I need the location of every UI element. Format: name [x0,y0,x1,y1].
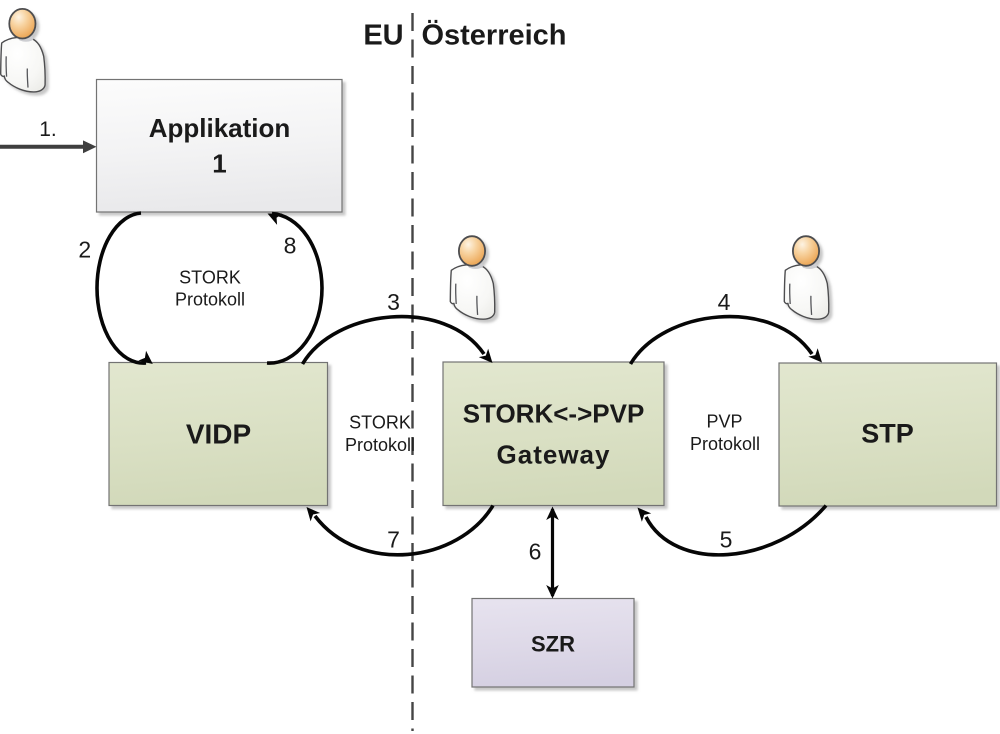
svg-text:STP: STP [861,419,914,449]
svg-text:Österreich: Österreich [421,19,566,52]
svg-text:Protokoll: Protokoll [345,435,415,455]
svg-text:7: 7 [387,527,400,553]
svg-text:4: 4 [718,289,731,315]
svg-text:3: 3 [387,289,400,315]
svg-text:6: 6 [529,539,542,565]
svg-text:VIDP: VIDP [186,419,251,450]
svg-text:2: 2 [78,237,91,263]
svg-text:Protokoll: Protokoll [690,434,760,454]
svg-text:Protokoll: Protokoll [175,290,245,310]
svg-text:STORK<->PVP: STORK<->PVP [463,399,645,429]
svg-text:STORK: STORK [349,413,411,433]
svg-text:EU: EU [363,20,403,52]
svg-text:Gateway: Gateway [497,440,611,470]
svg-text:5: 5 [720,527,733,553]
svg-text:1.: 1. [39,118,57,141]
svg-text:Applikation: Applikation [149,113,291,143]
svg-text:1: 1 [212,149,226,179]
svg-text:STORK: STORK [179,268,241,288]
svg-text:8: 8 [284,233,297,259]
svg-text:PVP: PVP [706,412,742,432]
svg-text:SZR: SZR [531,632,575,657]
